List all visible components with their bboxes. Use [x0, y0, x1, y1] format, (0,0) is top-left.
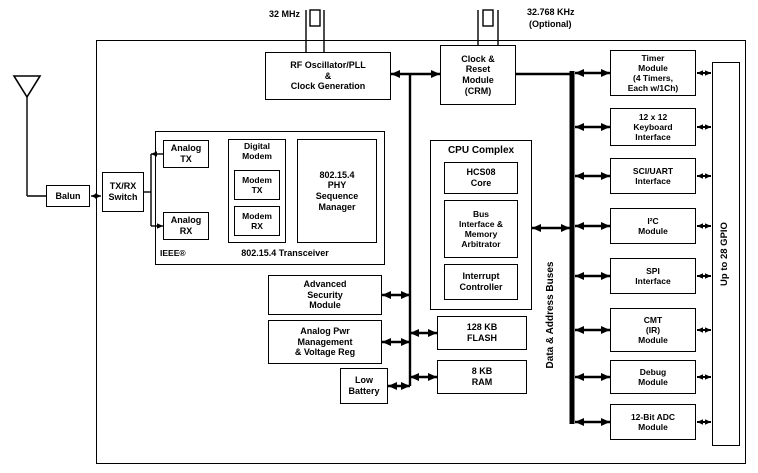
- label-32khz: 32.768 KHz: [527, 7, 575, 17]
- block-analog-rx: Analog RX: [163, 212, 209, 240]
- block-i2c-module: I²C Module: [610, 208, 696, 244]
- peripheral-gpio-wires: [697, 70, 711, 425]
- block-txrx-switch: TX/RX Switch: [102, 172, 144, 212]
- digital-modem-label: Digital Modem: [242, 141, 272, 161]
- block-ram: 8 KB RAM: [437, 360, 527, 394]
- crystal-32mhz-icon: [305, 9, 325, 52]
- block-balun: Balun: [46, 185, 90, 207]
- label-transceiver: 802.15.4 Transceiver: [241, 248, 329, 258]
- block-timer-module: Timer Module (4 Timers, Each w/1Ch): [610, 50, 696, 96]
- block-phy-sequence-manager: 802.15.4 PHY Sequence Manager: [297, 139, 377, 243]
- block-modem-tx: Modem TX: [234, 170, 280, 200]
- label-gpio: Up to 28 GPIO: [719, 222, 730, 286]
- block-interrupt-controller: Interrupt Controller: [444, 264, 518, 300]
- label-32mhz: 32 MHz: [268, 9, 300, 19]
- block-crm: Clock & Reset Module (CRM): [440, 45, 516, 105]
- block-adc-module: 12-Bit ADC Module: [610, 404, 696, 440]
- block-bus-interface: Bus Interface & Memory Arbitrator: [444, 200, 518, 258]
- antenna-feed-wires: [12, 75, 163, 229]
- block-cmt-ir-module: CMT (IR) Module: [610, 308, 696, 352]
- block-gpio: [712, 62, 740, 446]
- label-data-address-buses: Data & Address Buses: [545, 261, 556, 369]
- label-ieee: IEEE®: [160, 248, 186, 258]
- block-advanced-security: Advanced Security Module: [268, 275, 382, 315]
- block-low-battery: Low Battery: [340, 368, 388, 404]
- block-sci-uart-interface: SCI/UART Interface: [610, 158, 696, 194]
- block-keyboard-interface: 12 x 12 Keyboard Interface: [610, 108, 696, 146]
- label-32khz-optional: (Optional): [529, 19, 572, 29]
- block-rf-oscillator: RF Oscillator/PLL & Clock Generation: [265, 52, 391, 100]
- block-modem-rx: Modem RX: [234, 206, 280, 236]
- block-analog-tx: Analog TX: [163, 140, 209, 168]
- block-digital-modem: [228, 139, 286, 243]
- block-analog-power: Analog Pwr Management & Voltage Reg: [268, 320, 382, 364]
- antenna-icon: [12, 75, 42, 99]
- block-debug-module: Debug Module: [610, 360, 696, 394]
- block-flash: 128 KB FLASH: [437, 316, 527, 350]
- peripheral-bus-wires: [575, 69, 610, 426]
- crystal-32khz-icon: [477, 9, 499, 45]
- block-spi-interface: SPI Interface: [610, 258, 696, 294]
- block-transceiver: [155, 131, 385, 265]
- block-cpu-complex: [430, 140, 532, 310]
- block-hcs08-core: HCS08 Core: [444, 162, 518, 194]
- cpu-complex-label: CPU Complex: [447, 145, 515, 156]
- internal-bus-wires: [382, 70, 572, 390]
- chip-boundary: [96, 40, 746, 464]
